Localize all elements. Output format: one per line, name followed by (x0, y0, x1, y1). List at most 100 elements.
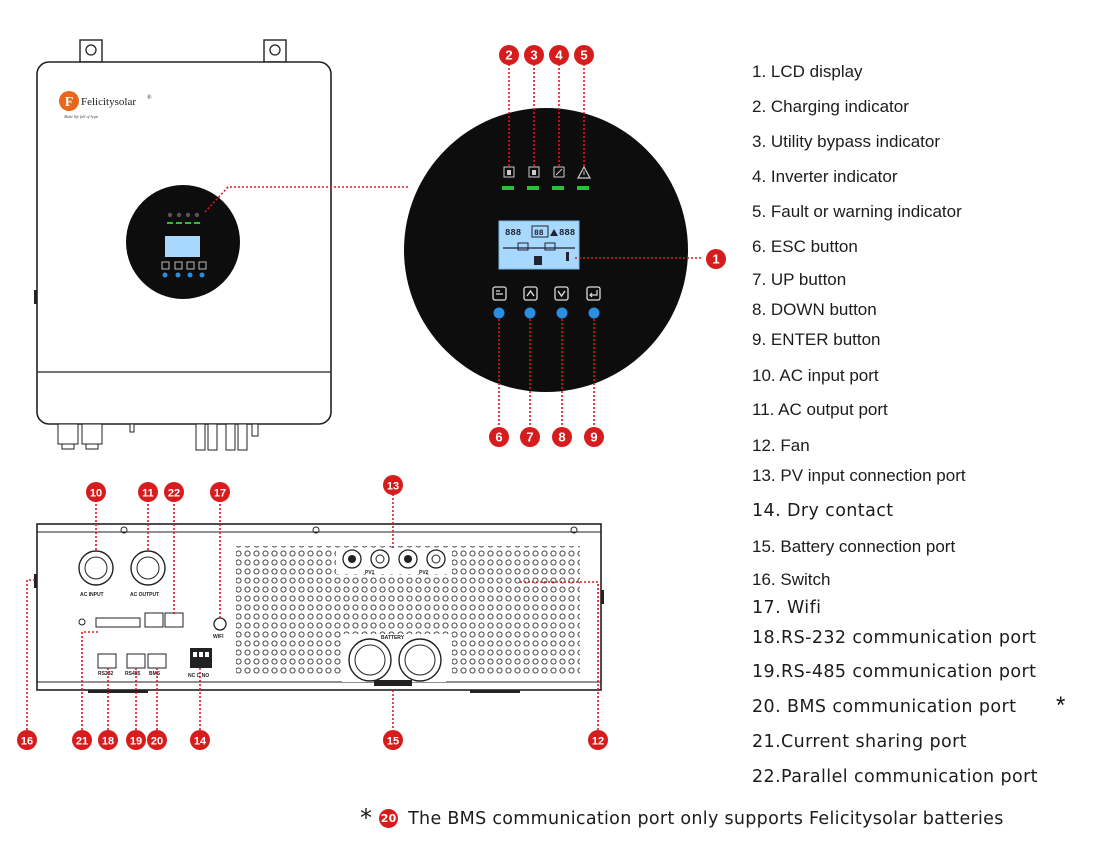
callout-label: 6 (495, 430, 502, 445)
bms-footnote: * 20 The BMS communication port only sup… (360, 804, 1004, 832)
small-control-panel (126, 185, 240, 299)
callout-13: 13 (383, 475, 403, 495)
callout-1: 1 (706, 249, 726, 269)
callout-11: 11 (138, 482, 158, 502)
callout-label: 11 (142, 488, 154, 500)
svg-text:AC OUTPUT: AC OUTPUT (130, 592, 159, 598)
brand-tagline: Make life full of hope (63, 114, 98, 119)
callout-8: 8 (552, 427, 572, 447)
svg-text:F: F (65, 95, 74, 110)
callout-label: 14 (194, 736, 207, 748)
callout-label: 19 (130, 736, 142, 748)
callout-15: 15 (383, 730, 403, 750)
front-bottom-connectors (57, 423, 259, 451)
bottom-view: PV1 PV2 BATTERY AC INPUT AC OUTPUT (34, 523, 604, 693)
esc-button[interactable] (492, 286, 507, 301)
rs232-port: RS232 (97, 653, 117, 677)
down-button-light (556, 307, 568, 319)
callout-4: 4 (549, 45, 569, 65)
legend-item-10: 10. AC input port (752, 366, 879, 385)
callout-label: 5 (580, 48, 587, 63)
zoom-leader-line (204, 186, 410, 213)
fan-vent-left (236, 546, 352, 674)
bms-asterisk: * (1056, 692, 1066, 719)
callout-label: 4 (555, 48, 563, 63)
callout-label: 12 (592, 736, 604, 748)
legend-item-3: 3. Utility bypass indicator (752, 132, 941, 151)
callout-18: 18 (98, 730, 118, 750)
callout-16: 16 (17, 730, 37, 750)
brand-logo: F (59, 91, 79, 111)
down-arrow-icon (557, 290, 566, 298)
callout-label: 8 (558, 430, 565, 445)
legend-item-1: 1. LCD display (752, 62, 863, 81)
inverter-led (552, 186, 564, 190)
fan-vent-right (452, 546, 580, 674)
svg-text:PV2: PV2 (419, 570, 429, 576)
enter-arrow-icon (589, 290, 598, 298)
legend-item-15: 15. Battery connection port (752, 537, 956, 556)
enter-button[interactable] (586, 286, 601, 301)
callout-2: 2 (499, 45, 519, 65)
esc-arrow-icon (496, 290, 503, 295)
callout-7: 7 (520, 427, 540, 447)
legend-item-14: 14. Dry contact (752, 501, 894, 521)
brand-registered: ® (147, 94, 152, 101)
callout-14: 14 (190, 730, 210, 750)
bottom-leader-lines (26, 494, 599, 730)
charging-led (502, 186, 514, 190)
fault-led (577, 186, 589, 190)
battery-port-label: BATTERY (381, 635, 405, 641)
callout-label: 9 (590, 430, 597, 445)
callout-label: 16 (21, 736, 33, 748)
callout-label: 20 (151, 736, 163, 748)
legend-item-11: 11. AC output port (752, 400, 888, 419)
legend-item-9: 9. ENTER button (752, 330, 881, 349)
legend-item-18: 18.RS-232 communication port (752, 628, 1037, 648)
legend-item-17: 17. Wifi (752, 598, 822, 618)
pv-connectors: PV1 PV2 (336, 548, 452, 576)
panel-leader-lines (498, 64, 703, 428)
charging-icon (503, 166, 515, 178)
fan-vent-center (352, 574, 452, 634)
brand-name: Felicitysolar (81, 96, 136, 108)
legend-item-16: 16. Switch (752, 570, 831, 589)
svg-text:NC C NO: NC C NO (188, 673, 209, 679)
callout-5: 5 (574, 45, 594, 65)
svg-text:WIFI: WIFI (213, 634, 224, 640)
svg-text:88: 88 (534, 229, 544, 238)
callout-12: 12 (588, 730, 608, 750)
up-arrow-icon (526, 289, 535, 297)
legend-item-5: 5. Fault or warning indicator (752, 202, 962, 221)
up-button[interactable] (523, 286, 538, 301)
legend-item-21: 21.Current sharing port (752, 732, 967, 752)
down-button[interactable] (554, 286, 569, 301)
ac-input-port: AC INPUT (78, 550, 114, 598)
callout-label: 1 (712, 252, 719, 267)
callout-label: 2 (505, 48, 512, 63)
callout-19: 19 (126, 730, 146, 750)
control-panel-detail: 888 88 888 (404, 108, 688, 392)
ac-output-port: AC OUTPUT (130, 550, 166, 598)
bms-port: BMS (147, 653, 167, 677)
footnote-ref-badge: 20 (379, 809, 399, 828)
callout-label: 7 (526, 430, 533, 445)
callout-22: 22 (164, 482, 184, 502)
callout-3: 3 (524, 45, 544, 65)
callout-label: 22 (168, 488, 180, 500)
legend-item-7: 7. UP button (752, 270, 847, 289)
svg-text:888: 888 (559, 228, 575, 238)
footnote-text: The BMS communication port only supports… (408, 809, 1004, 829)
svg-text:RS485: RS485 (125, 671, 141, 677)
bypass-led (527, 186, 539, 190)
callout-label: 13 (387, 481, 399, 493)
callout-label: 10 (90, 488, 102, 500)
svg-text:PV1: PV1 (365, 570, 375, 576)
footnote-asterisk: * (360, 804, 373, 832)
dry-contact-terminal: NC C NO (188, 648, 212, 679)
legend-item-8: 8. DOWN button (752, 300, 877, 319)
warning-icon (576, 165, 592, 179)
mounting-tab-right (263, 39, 287, 63)
